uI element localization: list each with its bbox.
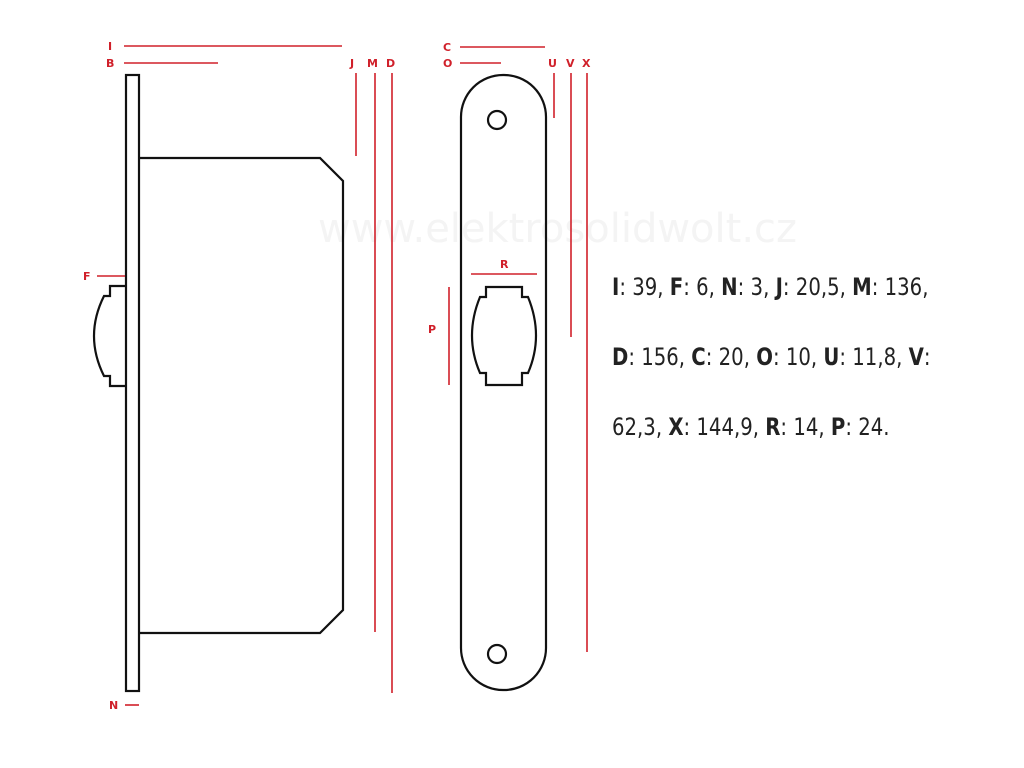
label-P: P [428, 323, 436, 336]
spec-line-1: I: 39, F: 6, N: 3, J: 20,5, M: 136, [612, 273, 929, 301]
spec-key: M [852, 273, 872, 301]
label-N: N [109, 699, 118, 712]
dimension-lines [97, 45, 588, 706]
spec-value: 11,8 [852, 343, 897, 371]
spec-value: 10 [785, 343, 811, 371]
spec-key: X [668, 413, 684, 441]
label-C: C [443, 41, 451, 54]
lock-case-body [139, 156, 345, 635]
spec-value: 62,3 [612, 413, 656, 441]
spec-key: P [830, 413, 846, 441]
dimension-values: I: 39, F: 6, N: 3, J: 20,5, M: 136, D: 1… [612, 252, 931, 462]
spec-key: O [756, 343, 773, 371]
spec-line-3: 62,3, X: 144,9, R: 14, P: 24. [612, 413, 890, 441]
label-U: U [548, 57, 557, 70]
spec-key: V [908, 343, 924, 371]
spec-line-2: D: 156, C: 20, O: 10, U: 11,8, V: [612, 343, 931, 371]
spec-value: 20 [718, 343, 744, 371]
label-M: M [367, 57, 378, 70]
latch-bolt-side [92, 284, 126, 388]
label-B: B [106, 57, 114, 70]
spec-key: C [691, 343, 706, 371]
spec-value: 136 [884, 273, 923, 301]
label-I: I [108, 40, 112, 53]
label-R: R [500, 258, 509, 271]
spec-value: 39 [632, 273, 658, 301]
spec-key: J [775, 273, 783, 301]
spec-key: U [823, 343, 840, 371]
label-D: D [386, 57, 395, 70]
spec-value: 24 [858, 413, 884, 441]
faceplate-side [124, 73, 141, 693]
label-V: V [566, 57, 575, 70]
front-view [459, 73, 548, 692]
spec-key: F [669, 273, 684, 301]
label-O: O [443, 57, 452, 70]
spec-key: R [765, 413, 781, 441]
spec-value: 144,9 [696, 413, 753, 441]
faceplate-front [459, 73, 548, 692]
label-X: X [582, 57, 591, 70]
side-view [92, 73, 345, 693]
dimension-labels: I B J M D F N C O U V X R P [83, 40, 591, 712]
spec-value: 20,5 [795, 273, 840, 301]
spec-value: 14 [793, 413, 819, 441]
spec-value: 3 [750, 273, 764, 301]
spec-key: N [721, 273, 738, 301]
watermark: www.elektrosolidwolt.cz [318, 206, 797, 252]
label-J: J [349, 57, 354, 70]
spec-key: D [612, 343, 629, 371]
latch-opening [470, 285, 538, 387]
screw-hole-bottom [486, 643, 508, 665]
screw-hole-top [486, 109, 508, 131]
label-F: F [83, 270, 91, 283]
spec-value: 156 [641, 343, 679, 371]
spec-key: I [612, 273, 620, 301]
spec-value: 6 [696, 273, 709, 301]
